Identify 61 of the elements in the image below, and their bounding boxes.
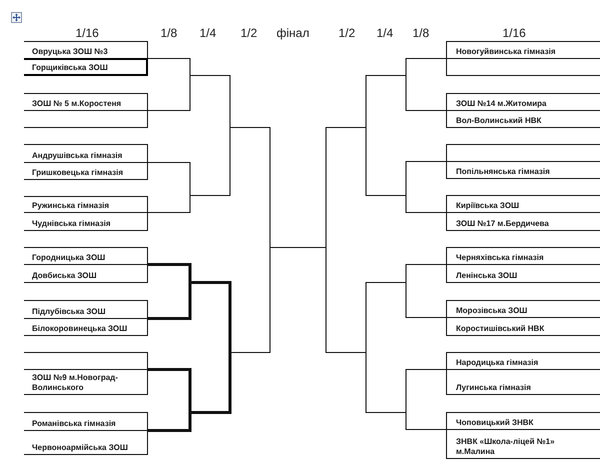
team-name: Чуднівська гімназія [32,219,110,229]
bracket-line [148,263,192,320]
match-box [24,352,148,395]
match-box [446,352,600,395]
match-box [24,196,148,231]
team-name: Романівська гімназія [32,419,116,429]
bracket-line [148,58,190,111]
team-name: Коростишівський НВК [456,324,544,334]
team-name: Довбиська ЗОШ [32,271,97,281]
team-name: Морозівська ЗОШ [456,306,528,316]
team-name: Новогуйвинська гімназія [456,47,556,57]
team-name: Горщиківська ЗОШ [32,63,108,73]
match-box [24,41,148,76]
bracket-line [406,369,446,430]
match-box [446,195,600,231]
team-name: Підлубівська ЗОШ [32,307,106,317]
team-name: ЗОШ №17 м.Бердичева [456,219,549,229]
match-box [446,300,600,336]
team-name: Лугинська гімназія [456,383,531,393]
team-name: Білокоровинецька ЗОШ [32,324,128,334]
bracket-line [406,161,446,213]
match-box [446,412,600,459]
match-box [446,247,600,283]
team-name: Ленінська ЗОШ [456,271,518,281]
team-name: ЗНВК «Школа-ліцей №1» м.Малина [456,437,556,457]
round-label: 1/4 [200,26,216,40]
team-name: ЗОШ №14 м.Житомира [456,99,546,109]
match-box [24,247,148,283]
round-label: 1/8 [160,26,178,40]
team-name: Вол-Волинський НВК [456,116,542,126]
team-name: Гришковецька гімназія [32,168,123,178]
round-label: 1/4 [376,26,394,40]
round-label: 1/2 [338,26,356,40]
team-name: Киріївська ЗОШ [456,201,520,211]
match-box [24,93,148,128]
team-name: Народицька гімназія [456,358,538,368]
round-label: 1/2 [240,26,258,40]
team-name: ЗОШ №9 м.Новоград-Волинського [32,373,119,393]
team-name: Червоноармійська ЗОШ [32,443,128,453]
round-label: 1/16 [76,26,99,40]
team-name: Андрушівська гімназія [32,151,122,161]
match-box [446,144,600,179]
round-label: 1/8 [412,26,430,40]
team-name: Попільнянська гімназія [456,167,550,177]
match-box [446,93,600,128]
match-box [24,412,148,455]
match-box [24,144,148,180]
match-box [446,41,600,76]
team-name: Черняхівська гімназія [456,253,544,263]
round-label: 1/16 [502,26,526,40]
bracket-line [406,264,446,318]
team-name: Чоповицький ЗНВК [456,418,534,428]
bracket-line [406,58,446,111]
team-name: Ружинська гімназія [32,201,110,211]
bracket-line [148,162,190,213]
team-name: Овруцька ЗОШ №3 [32,47,108,57]
match-box [24,300,148,336]
team-name: Городницька ЗОШ [32,253,106,263]
team-name: ЗОШ № 5 м.Коростеня [32,99,122,109]
round-label: фінал [276,26,310,40]
bracket-line [148,368,192,432]
